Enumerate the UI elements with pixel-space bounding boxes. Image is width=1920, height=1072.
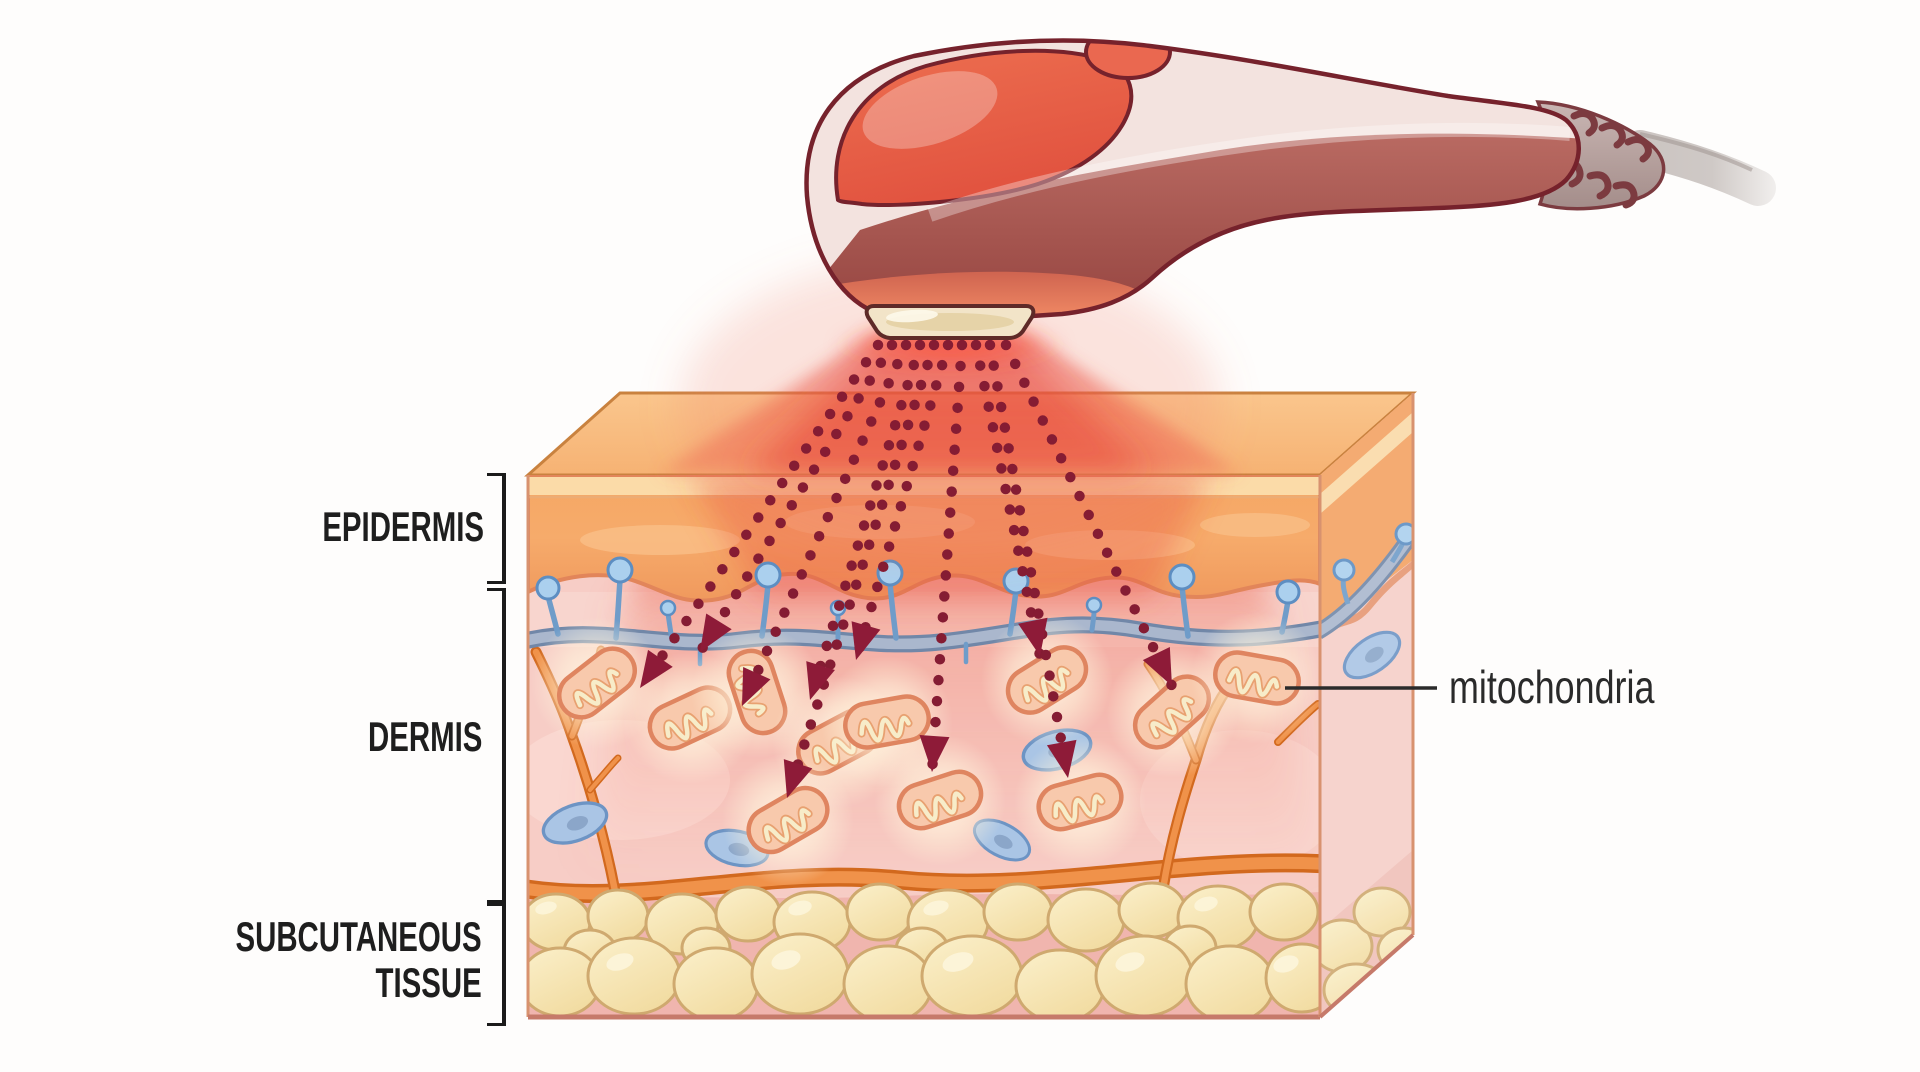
fat-globules [528,881,1320,1017]
subcutaneous-label-line1: SUBCUTANEOUS [235,913,482,960]
dermis-bracket [487,588,506,903]
skin-side-face [1320,393,1413,1017]
power-button[interactable] [1084,26,1172,80]
cable-top-edge [1639,132,1753,172]
subcutaneous-label-line2: TISSUE [375,959,482,1006]
mitochondria-label: mitochondria [1449,661,1655,713]
device-red-panel [834,48,1134,207]
block-edges [526,393,1415,1020]
dermis-label: DERMIS [367,713,482,760]
subcutaneous-bracket [487,903,506,1026]
epidermis-bracket [487,473,506,584]
photon-rays [634,339,1178,804]
ray-arrowheads [640,613,1172,798]
skin-front-face [528,475,1320,1017]
emitter-lens [864,304,1036,340]
device-outline [804,38,1581,320]
epidermis-label: EPIDERMIS [322,503,484,550]
light-beam [660,255,1240,555]
therapy-device [804,26,1776,340]
